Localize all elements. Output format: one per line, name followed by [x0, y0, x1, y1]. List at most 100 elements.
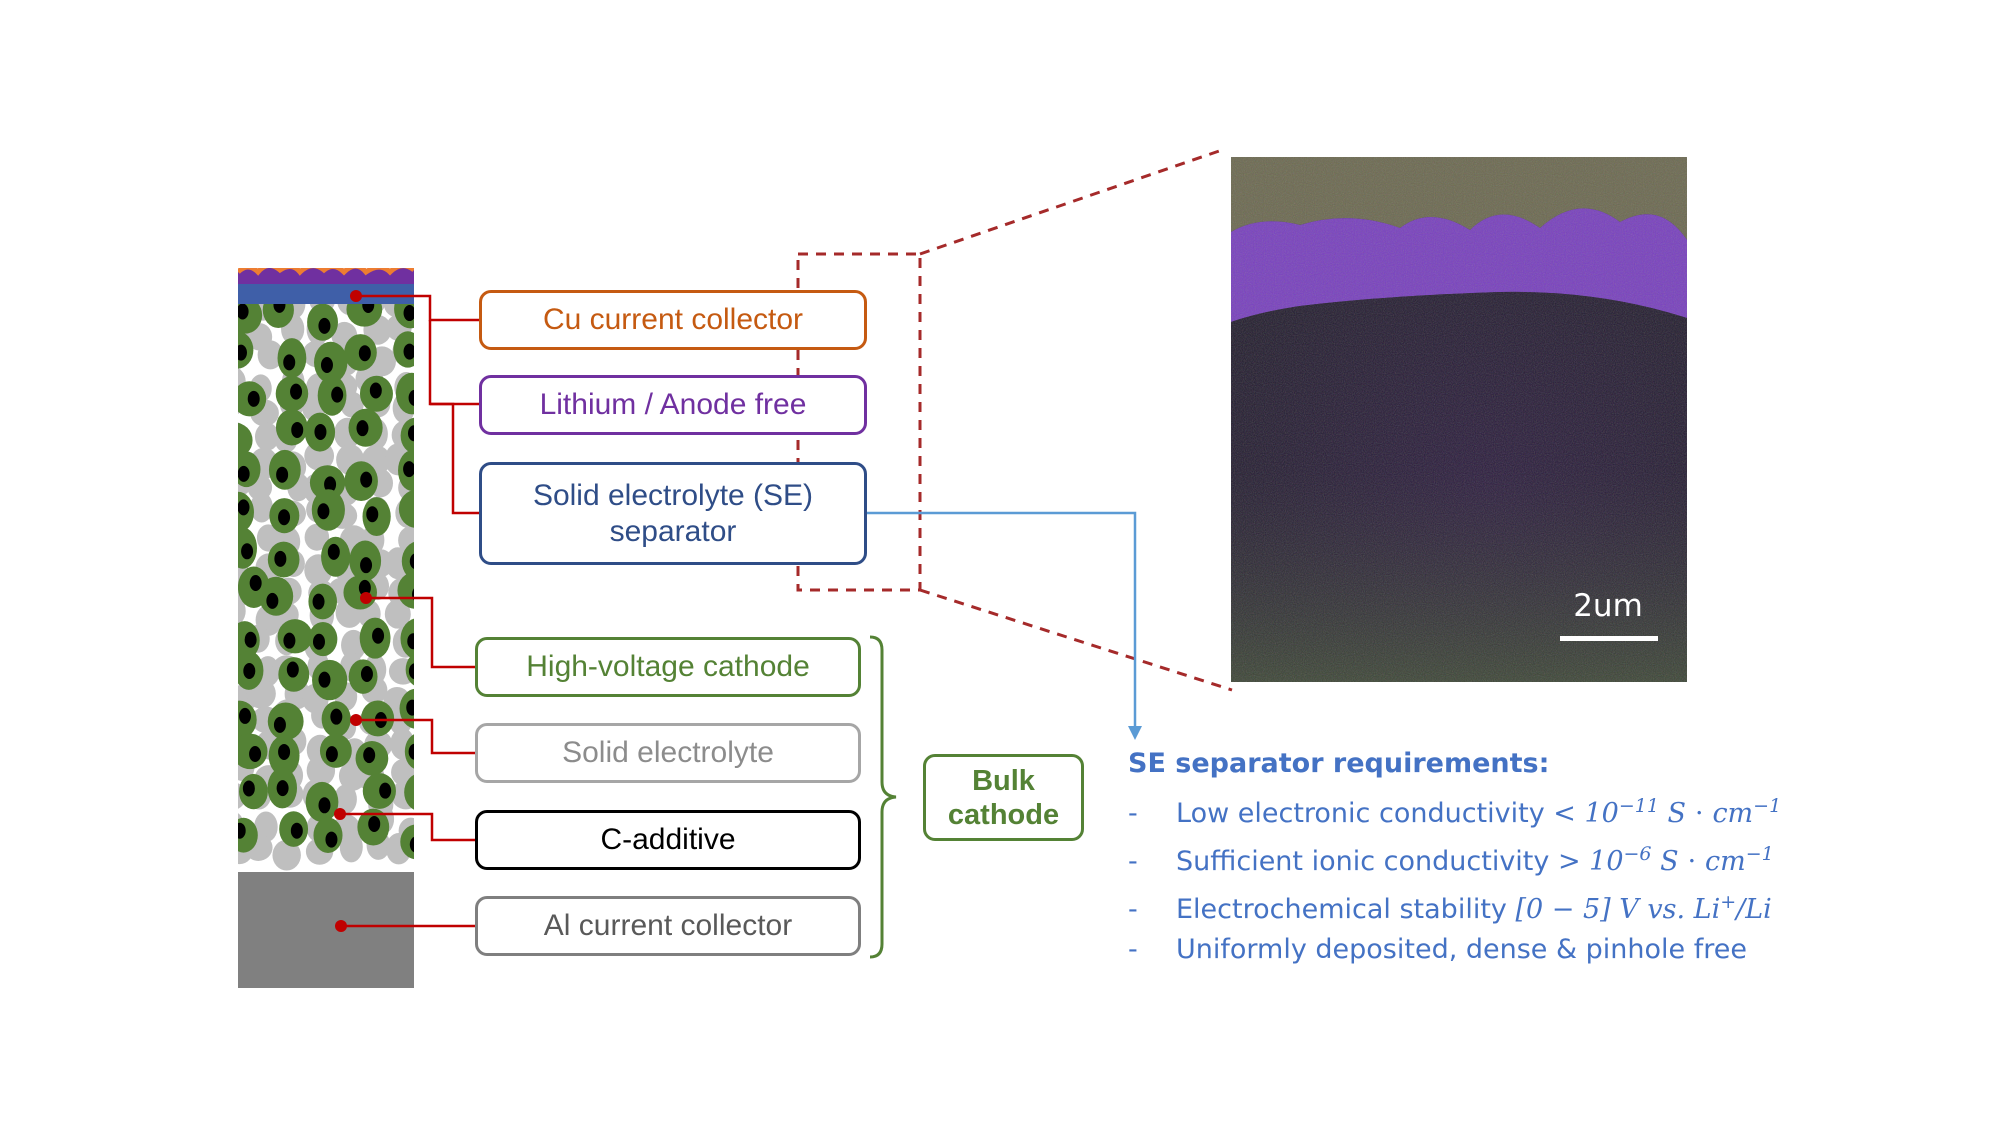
connector-dots: [334, 290, 372, 932]
label-text-line1: Solid electrolyte (SE): [532, 478, 814, 512]
solid-electrolyte-particle: [384, 599, 411, 629]
label-c-additive: C-additive: [475, 810, 861, 870]
connector-hv: [366, 596, 475, 669]
requirement-item: -Electrochemical stability [0 − 5] V vs.…: [1128, 882, 1978, 930]
carbon-particle: [238, 499, 250, 516]
carbon-particle: [412, 588, 414, 601]
carbon-particle: [356, 420, 369, 437]
label-cu-current-collector: Cu current collector: [479, 290, 867, 350]
solid-electrolyte-particle: [334, 784, 357, 814]
carbon-particle: [368, 815, 381, 832]
requirement-text: Electrochemical stability: [1176, 894, 1507, 925]
cathode-particle: [397, 571, 414, 609]
carbon-particle: [325, 831, 338, 848]
cathode-particle: [238, 700, 257, 740]
label-text: Solid electrolyte: [562, 736, 774, 769]
carbon-particle: [318, 797, 331, 814]
cathode-particle: [400, 417, 414, 454]
carbon-particle: [312, 633, 325, 650]
label-text: Cu current collector: [542, 303, 804, 336]
label-text: C-additive: [600, 823, 736, 856]
carbon-particle: [314, 423, 327, 440]
carbon-particle: [358, 579, 371, 596]
carbon-particle: [290, 383, 303, 400]
carbon-particle: [242, 780, 255, 797]
carbon-particle: [417, 787, 429, 803]
cell-stack: [224, 268, 429, 988]
label-high-voltage-cathode: High-voltage cathode: [475, 637, 861, 697]
label-text: Lithium / Anode free: [539, 388, 807, 421]
cathode-particle: [398, 490, 414, 528]
carbon-particle: [239, 707, 252, 724]
carbon-particle: [415, 505, 427, 521]
carbon-particle: [327, 543, 340, 560]
connector-dot-sol: [350, 714, 362, 726]
carbon-particle: [266, 592, 279, 609]
carbon-particle: [243, 662, 256, 679]
carbon-particle: [274, 550, 287, 567]
zoom-line-bottom: [919, 588, 1233, 692]
requirement-text: Uniformly deposited, dense & pinhole fre…: [1176, 934, 1747, 965]
connector-dot-cu: [350, 290, 362, 302]
cathode-particle: [400, 824, 414, 860]
arrow-head: [1128, 726, 1142, 740]
connector-dot-hv: [360, 592, 372, 604]
label-solid-electrolyte: Solid electrolyte: [475, 723, 861, 783]
carbon-particle: [224, 427, 236, 443]
carbon-particle: [331, 386, 344, 403]
bulk-line2: cathode: [947, 798, 1060, 831]
label-text: Al current collector: [543, 909, 793, 942]
cu-layer: [238, 268, 414, 276]
se-arrow: [867, 511, 1142, 740]
carbon-particle: [403, 305, 414, 322]
carbon-particle: [318, 671, 331, 688]
carbon-particle: [286, 661, 299, 678]
carbon-particle: [278, 509, 291, 526]
solid-electrolyte-particle: [341, 629, 366, 661]
label-text: High-voltage cathode: [526, 650, 810, 683]
requirement-item: -Low electronic conductivity < 10−11 S ⋅…: [1128, 786, 1978, 834]
solid-electrolyte-particle: [304, 523, 330, 551]
cathode-particle: [401, 542, 414, 581]
bullet-dash: -: [1128, 846, 1138, 877]
carbon-particle: [278, 743, 291, 760]
label-lithium-anode-free: Lithium / Anode free: [479, 375, 867, 435]
solid-electrolyte-particle: [238, 596, 246, 626]
requirement-math: < 10−11 S ⋅ cm−1: [1553, 795, 1782, 829]
al-collector-layer: [238, 872, 414, 988]
label-text-line2: separator: [609, 514, 737, 548]
solid-electrolyte-particle: [391, 758, 414, 786]
carbon-particle: [241, 543, 254, 560]
carbon-particle: [363, 747, 376, 764]
cathode-particle: [277, 619, 313, 654]
scale-bar-label: 2um: [1573, 588, 1643, 624]
connector-cu: [356, 294, 479, 322]
scale-bar: [1560, 636, 1658, 641]
carbon-particle: [372, 627, 385, 644]
carbon-particle: [247, 390, 260, 407]
solid-electrolyte-particle: [254, 422, 280, 451]
connector-li: [428, 320, 479, 406]
cathode-particle: [400, 618, 414, 660]
carbon-particle: [409, 553, 414, 569]
bullet-dash: -: [1128, 894, 1138, 925]
bulk-cathode-brace: [869, 635, 897, 959]
carbon-particle: [408, 389, 414, 406]
carbon-particle: [324, 476, 337, 493]
carbon-particle: [366, 506, 379, 523]
carbon-particle: [325, 746, 338, 763]
cathode-particle: [399, 688, 414, 729]
cathode-particle: [238, 422, 253, 458]
carbon-particle: [291, 421, 304, 438]
carbon-particle: [238, 822, 246, 839]
carbon-particle: [276, 466, 289, 483]
solid-electrolyte-particle: [272, 839, 301, 871]
carbon-particle: [312, 593, 325, 610]
carbon-particle: [330, 708, 343, 725]
layer-connectors: [340, 294, 479, 928]
carbon-particle: [238, 303, 249, 320]
cathode-particle: [238, 491, 254, 533]
sem-image: [1231, 157, 1687, 682]
label-al-current-collector: Al current collector: [475, 896, 861, 956]
